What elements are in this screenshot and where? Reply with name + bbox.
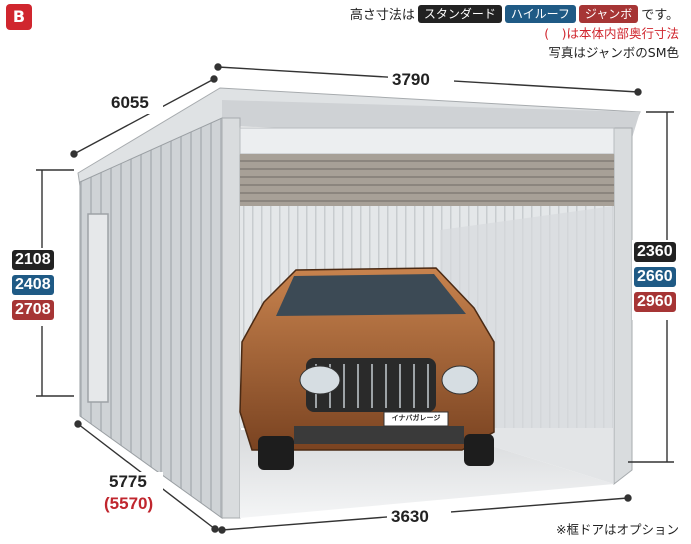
side-door-frame (87, 213, 109, 403)
photo-color-note: 写真はジャンボのSM色 (548, 45, 679, 60)
car (239, 267, 495, 470)
depth-bottom-inner-label: (5570) (104, 494, 154, 513)
floor (240, 430, 614, 518)
front-left-pillar (221, 117, 241, 519)
license-plate-text: イナバガレージ (391, 414, 441, 422)
right-height-labels: 2360 2660 2960 (634, 242, 676, 312)
framed-door-option-note: ※框ドアはオプション (556, 522, 679, 537)
left-height-high-roof: 2408 (12, 275, 54, 295)
legend-suffix: です。 (641, 8, 679, 23)
left-height-standard: 2108 (12, 250, 54, 270)
shutter (240, 154, 614, 206)
depth-top-label: 6055 (111, 93, 149, 112)
front-right-pillar (613, 127, 633, 486)
brand-logo-b: B (6, 4, 32, 30)
left-height-labels: 2108 2408 2708 (12, 250, 54, 320)
width-bottom-label: 3630 (391, 507, 429, 526)
legend-standard-badge: スタンダード (417, 4, 502, 23)
height-legend: 高さ寸法は スタンダード ハイルーフ ジャンボ です。 (350, 4, 679, 23)
legend-prefix: 高さ寸法は (349, 8, 415, 23)
legend-high-roof-badge: ハイルーフ (504, 4, 576, 23)
left-height-jumbo: 2708 (12, 300, 54, 320)
depth-bottom-label: 5775 (109, 472, 147, 491)
shutter-box (239, 127, 615, 155)
inner-depth-note: ( )は本体内部奥行寸法 (544, 26, 679, 41)
legend-jumbo-badge: ジャンボ (578, 4, 639, 23)
width-top-label: 3790 (392, 70, 430, 89)
right-height-standard: 2360 (634, 242, 676, 262)
right-height-high-roof: 2660 (634, 267, 676, 287)
license-plate (383, 411, 449, 427)
right-height-jumbo: 2960 (634, 292, 676, 312)
